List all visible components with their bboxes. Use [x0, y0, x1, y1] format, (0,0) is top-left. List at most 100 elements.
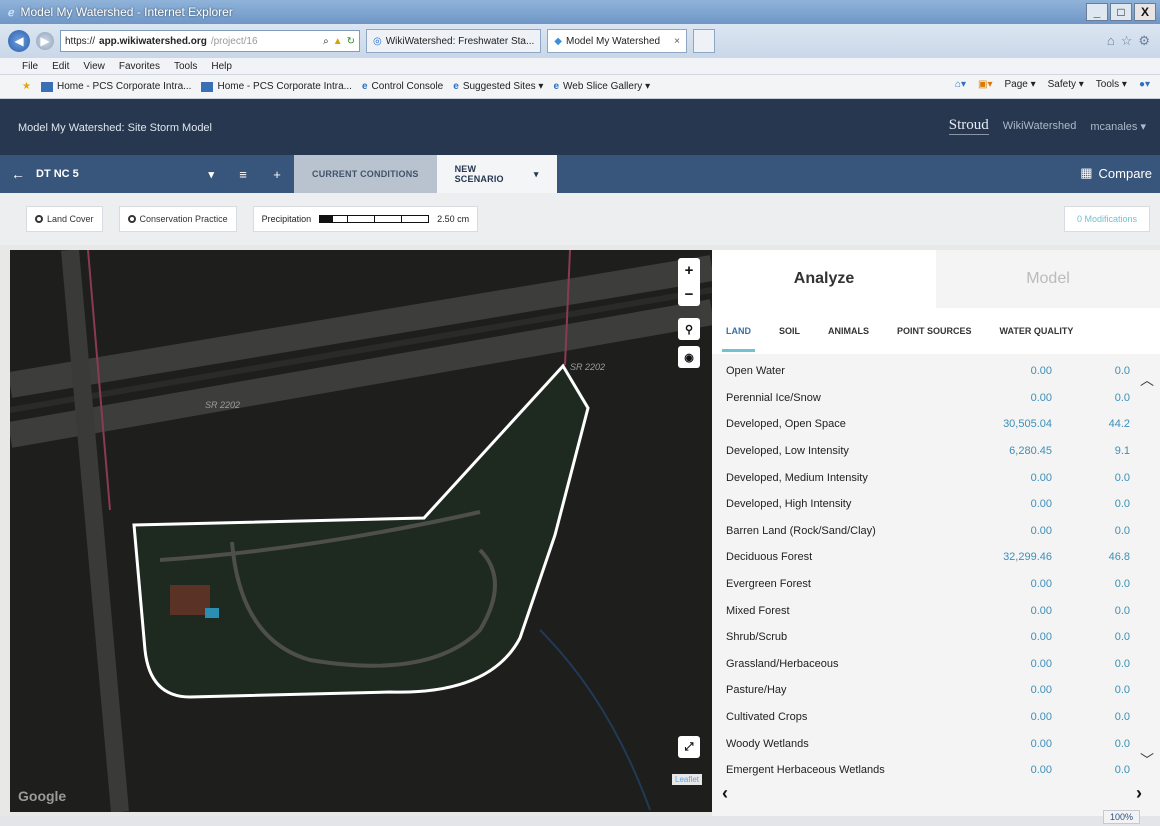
header-right: Stroud WikiWatershed mcanales ▾ — [948, 117, 1146, 135]
modifications-button[interactable]: 0 Modifications — [1063, 206, 1150, 232]
loop-road — [230, 541, 497, 668]
subtab-animals[interactable]: ANIMALS — [828, 326, 870, 336]
search-icon[interactable]: ⌕ — [323, 35, 329, 47]
minimize-button[interactable]: _ — [1086, 3, 1108, 21]
menu-favorites[interactable]: Favorites — [118, 60, 160, 72]
home-icon[interactable]: ⌂▾ — [954, 79, 966, 90]
project-name-dropdown[interactable]: DT NC 5 ▾ — [36, 168, 226, 181]
horizontal-scrollbar[interactable]: ‹ › — [722, 783, 1142, 803]
cell-pct: 0.0 — [1114, 631, 1130, 644]
location-pin-icon[interactable]: ⚲ — [678, 318, 700, 340]
subtab-land[interactable]: LAND — [722, 326, 755, 352]
stroud-logo[interactable]: Stroud — [948, 117, 989, 135]
driveway-road — [159, 510, 481, 562]
tab-new-scenario[interactable]: NEW SCENARIO ▾ — [436, 155, 557, 193]
back-arrow-icon[interactable]: ← — [11, 166, 25, 182]
list-icon[interactable]: ≡ — [239, 166, 247, 182]
panel-tabs: Analyze Model — [712, 250, 1160, 308]
zoom-out-button[interactable]: − — [684, 285, 694, 303]
menu-file[interactable]: File — [22, 60, 39, 72]
plus-icon[interactable]: + — [273, 166, 281, 182]
scroll-down-icon[interactable]: ﹀ — [1140, 752, 1154, 768]
new-tab-button[interactable] — [692, 29, 715, 53]
back-arrow-icon[interactable]: ◀ — [8, 30, 30, 52]
cell-area: 0.00 — [1030, 578, 1052, 591]
favorite-link[interactable]: Home - PCS Corporate Intra... — [40, 81, 191, 92]
road-label: SR 2202 — [570, 362, 606, 372]
ie-page-icon: e — [453, 81, 459, 92]
cell-name: Evergreen Forest — [726, 578, 811, 591]
wikiwatershed-link[interactable]: WikiWatershed — [1002, 120, 1077, 132]
subtab-soil[interactable]: SOIL — [779, 326, 801, 336]
ie-page-icon: e — [361, 81, 368, 92]
settings-gear-icon[interactable]: ⚙ — [1138, 33, 1150, 48]
menu-view[interactable]: View — [83, 60, 105, 72]
refresh-icon[interactable]: ↻ — [346, 35, 355, 47]
fullscreen-icon[interactable]: ⤢ — [678, 736, 700, 758]
building-roof — [170, 585, 210, 615]
browser-title-bar: ℯ Model My Watershed - Internet Explorer… — [0, 0, 1160, 24]
tab-wikiwatershed[interactable]: ◎ WikiWatershed: Freshwater Sta... — [366, 29, 542, 53]
tab-label: WikiWatershed: Freshwater Sta... — [385, 35, 535, 47]
address-input[interactable]: https://app.wikiwatershed.org/project/16… — [60, 30, 360, 52]
zoom-control: + − — [678, 258, 700, 306]
precipitation-slider[interactable] — [319, 215, 430, 223]
tab-model[interactable]: Model — [936, 250, 1160, 308]
conservation-practice-button[interactable]: Conservation Practice — [118, 206, 237, 232]
favorites-star-icon[interactable]: ★ — [22, 81, 31, 92]
tab-close-icon[interactable]: × — [674, 35, 680, 47]
leaflet-attribution[interactable]: Leaflet — [672, 774, 703, 785]
compare-button[interactable]: ▦ Compare — [1080, 165, 1152, 181]
layers-icon[interactable]: ◉ — [678, 346, 700, 368]
tab-current-conditions[interactable]: CURRENT CONDITIONS — [294, 155, 437, 193]
app-header: Model My Watershed: Site Storm Model Str… — [0, 99, 1160, 155]
land-cover-button[interactable]: Land Cover — [26, 206, 103, 232]
command-bar: ⌂▾ ▣▾ Page ▾ Safety ▾ Tools ▾ ●▾ — [955, 79, 1150, 90]
command-page[interactable]: Page ▾ — [1004, 79, 1036, 90]
precipitation-value: 2.50 cm — [437, 214, 470, 224]
user-menu[interactable]: mcanales ▾ — [1090, 120, 1146, 133]
forward-arrow-icon[interactable]: ▶ — [36, 32, 54, 50]
close-button[interactable]: X — [1134, 3, 1156, 21]
scroll-left-icon[interactable]: ‹ — [722, 782, 728, 803]
command-tools[interactable]: Tools ▾ — [1095, 79, 1127, 90]
subtab-water-quality[interactable]: WATER QUALITY — [999, 326, 1074, 336]
cell-area: 0.00 — [1030, 737, 1052, 750]
zoom-in-button[interactable]: + — [684, 261, 694, 279]
map-view[interactable]: SR 2202 SR 2202 + − ⚲ ◉ ⤢ Google Leaflet — [10, 250, 712, 812]
cell-name: Mixed Forest — [726, 604, 790, 617]
cell-area: 32,299.46 — [1003, 551, 1052, 564]
favorites-star-icon[interactable]: ☆ — [1120, 33, 1133, 48]
status-bar — [0, 816, 1160, 826]
home-icon[interactable]: ⌂ — [1106, 33, 1115, 48]
help-icon[interactable]: ●▾ — [1138, 79, 1150, 90]
scroll-up-icon[interactable]: ︿ — [1140, 372, 1154, 388]
menu-help[interactable]: Help — [211, 60, 232, 72]
cell-area: 0.00 — [1030, 498, 1052, 511]
watershed-boundary[interactable] — [132, 363, 590, 699]
tab-analyze[interactable]: Analyze — [712, 250, 936, 308]
menu-edit[interactable]: Edit — [52, 60, 70, 72]
favorite-link[interactable]: Home - PCS Corporate Intra... — [201, 81, 352, 92]
google-logo: Google — [18, 788, 67, 804]
cell-name: Woody Wetlands — [726, 737, 809, 750]
feeds-icon[interactable]: ▣▾ — [978, 79, 993, 90]
subtab-point-sources[interactable]: POINT SOURCES — [897, 326, 972, 336]
slider-tick — [374, 216, 376, 222]
scroll-right-icon[interactable]: › — [1136, 782, 1142, 803]
menu-tools[interactable]: Tools — [173, 60, 198, 72]
maximize-button[interactable]: □ — [1110, 3, 1132, 21]
zoom-level[interactable]: 100% — [1102, 810, 1140, 824]
command-safety[interactable]: Safety ▾ — [1047, 79, 1084, 90]
tab-model-my-watershed[interactable]: ◆ Model My Watershed × — [547, 29, 687, 53]
